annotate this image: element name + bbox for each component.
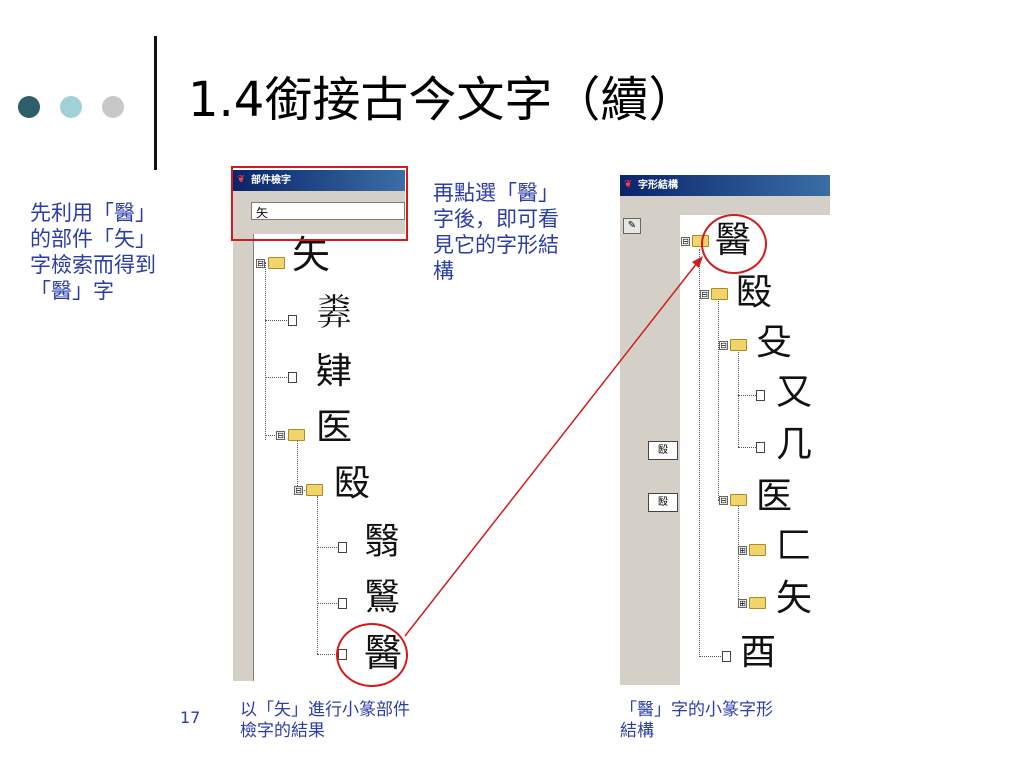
- middle-note-line: 再點選「醫」: [433, 181, 559, 205]
- tree-node-glyph[interactable]: 医: [756, 476, 793, 517]
- tree-node-glyph[interactable]: 矢: [292, 233, 331, 277]
- document-icon: [288, 315, 297, 326]
- document-icon: [338, 542, 347, 553]
- app-icon: ❦: [237, 174, 246, 185]
- tree-node-glyph[interactable]: 翳: [364, 521, 401, 562]
- pencil-icon[interactable]: ✎: [623, 218, 641, 234]
- highlight-circle: [336, 623, 408, 687]
- caption-line: 結構: [620, 721, 654, 741]
- window-titlebar[interactable]: ❦ 字形結構: [620, 175, 830, 196]
- tree-node-glyph[interactable]: 矢: [776, 578, 813, 619]
- left-note-line: 「醫」字: [30, 279, 114, 303]
- tree-node-glyph[interactable]: 医: [316, 407, 353, 448]
- folder-open-icon: [288, 429, 305, 441]
- tree-node-glyph[interactable]: 几: [776, 424, 813, 465]
- document-icon: [288, 372, 297, 383]
- middle-note-line: 字後，即可看: [433, 207, 559, 231]
- structure-tree[interactable]: ⊟ 醫 ⊟ 殹 ⊟ 殳 又 几 ⊟ 医 ⊞ 匚 ⊞ 矢 酉: [680, 215, 830, 685]
- left-note-line: 的部件「矢」: [30, 227, 156, 251]
- folder-closed-icon: [749, 544, 766, 556]
- tree-node-glyph[interactable]: 匚: [776, 526, 813, 567]
- document-icon: [756, 390, 765, 401]
- right-caption: 「醫」字的小篆字形 結構: [620, 700, 773, 742]
- app-icon: ❦: [624, 179, 633, 190]
- left-note-line: 字檢索而得到: [30, 253, 156, 277]
- folder-closed-icon: [749, 597, 766, 609]
- caption-line: 檢字的結果: [240, 721, 325, 741]
- search-input[interactable]: 矢: [251, 202, 405, 220]
- tree-node-glyph[interactable]: 殹: [334, 463, 371, 504]
- tree-node-glyph[interactable]: 殳: [756, 322, 793, 363]
- highlight-box: [231, 166, 408, 241]
- tree-node-glyph[interactable]: 殹: [736, 272, 773, 313]
- tree-node-glyph[interactable]: 酉: [740, 632, 777, 673]
- middle-note-line: 見它的字形結: [433, 233, 559, 257]
- collapse-toggle[interactable]: ⊟: [294, 486, 303, 495]
- document-icon: [338, 598, 347, 609]
- tree-node-glyph[interactable]: 𢍨: [316, 293, 353, 334]
- caption-line: 以「矢」進行小篆部件: [240, 700, 410, 720]
- title-divider: [154, 36, 157, 170]
- highlight-circle: [701, 214, 767, 274]
- left-panel-strip: [233, 230, 253, 681]
- collapse-toggle[interactable]: ⊟: [276, 431, 285, 440]
- tree-node-glyph[interactable]: 又: [776, 372, 813, 413]
- middle-note: 再點選「醫」 字後，即可看 見它的字形結 構: [433, 180, 559, 284]
- page-title: 1.4銜接古今文字（續）: [188, 72, 697, 128]
- left-note-line: 先利用「醫」: [30, 201, 156, 225]
- collapse-toggle[interactable]: ⊟: [719, 496, 728, 505]
- caption-line: 「醫」字的小篆字形: [620, 700, 773, 720]
- folder-open-icon: [268, 257, 285, 269]
- folder-open-icon: [730, 339, 747, 351]
- folder-open-icon: [306, 484, 323, 496]
- expand-toggle[interactable]: ⊞: [738, 599, 747, 608]
- page-number: 17: [180, 708, 201, 727]
- expand-toggle[interactable]: ⊞: [738, 546, 747, 555]
- side-tag[interactable]: 殹: [648, 441, 678, 460]
- window-title: 部件檢字: [251, 175, 291, 186]
- side-tag[interactable]: 殹: [648, 493, 678, 512]
- collapse-toggle[interactable]: ⊟: [256, 259, 265, 268]
- search-input-value: 矢: [256, 206, 269, 220]
- document-icon: [756, 442, 765, 453]
- tree-node-glyph[interactable]: 肄: [316, 351, 353, 392]
- document-icon: [722, 651, 731, 662]
- left-note: 先利用「醫」 的部件「矢」 字檢索而得到 「醫」字: [30, 200, 156, 304]
- collapse-toggle[interactable]: ⊟: [700, 290, 709, 299]
- left-caption: 以「矢」進行小篆部件 檢字的結果: [240, 700, 410, 742]
- bullet-dot-light: [60, 96, 82, 118]
- collapse-toggle[interactable]: ⊟: [719, 341, 728, 350]
- component-search-window: ❦ 部件檢字 矢 ⊟ 矢 𢍨 肄 ⊟ 医 ⊟ 殹: [233, 170, 406, 681]
- bullet-dot-dark: [18, 96, 40, 118]
- component-tree[interactable]: ⊟ 矢 𢍨 肄 ⊟ 医 ⊟ 殹 翳 鷖 醫: [253, 234, 406, 681]
- window-titlebar[interactable]: ❦ 部件檢字: [233, 170, 405, 191]
- collapse-toggle[interactable]: ⊟: [681, 237, 690, 246]
- bullet-dot-gray: [102, 96, 124, 118]
- window-title: 字形結構: [638, 180, 678, 191]
- middle-note-line: 構: [433, 259, 454, 283]
- folder-open-icon: [711, 288, 728, 300]
- folder-open-icon: [730, 494, 747, 506]
- tree-node-glyph[interactable]: 鷖: [364, 577, 401, 618]
